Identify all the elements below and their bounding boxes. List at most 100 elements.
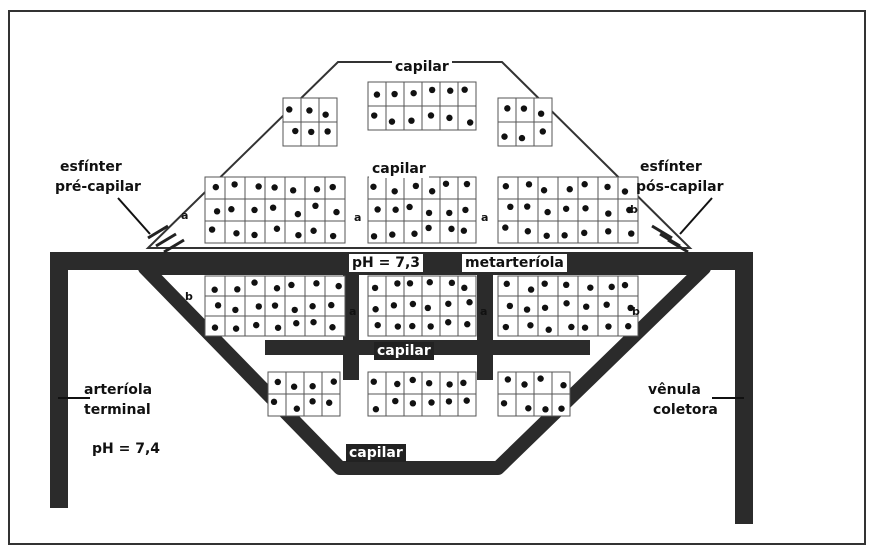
cell-nucleus	[583, 303, 589, 309]
tissue-cell	[518, 276, 538, 296]
tissue-cell	[304, 372, 322, 394]
tissue-cell	[422, 221, 440, 243]
tissue-cell	[538, 296, 558, 316]
marker-b-3: b	[632, 305, 640, 318]
cell-nucleus	[581, 181, 587, 187]
tissue-cell	[404, 177, 422, 199]
cell-nucleus	[374, 206, 380, 212]
tissue-cell	[304, 394, 322, 416]
tissue-cell	[518, 296, 538, 316]
cell-nucleus	[568, 324, 574, 330]
cell-nucleus	[563, 206, 569, 212]
cell-nucleus	[274, 285, 280, 291]
cell-nucleus	[370, 184, 376, 190]
cell-nucleus	[275, 379, 281, 385]
tissue-cell	[422, 82, 440, 106]
postcap-pointer-line	[680, 198, 712, 234]
tissue-cell	[498, 372, 516, 394]
label-ph-metarteriole: pH = 7,3	[349, 254, 423, 272]
tissue-cell	[225, 177, 245, 199]
tissue-cell	[538, 276, 558, 296]
cell-nucleus	[214, 208, 220, 214]
cell-nucleus	[410, 90, 416, 96]
cell-nucleus	[306, 107, 312, 113]
tissue-cell	[325, 221, 345, 243]
tissue-cell	[618, 177, 638, 199]
tissue-cell	[386, 394, 404, 416]
tissue-cell	[498, 394, 516, 416]
tissue-cell	[538, 316, 558, 336]
cell-nucleus	[389, 118, 395, 124]
tissue-cell	[368, 106, 386, 130]
cell-nucleus	[309, 398, 315, 404]
cell-nucleus	[391, 302, 397, 308]
cell-nucleus	[427, 279, 433, 285]
cell-nucleus	[446, 115, 452, 121]
tissue-cell	[552, 394, 570, 416]
tissue-cell	[386, 177, 404, 199]
cell-nucleus	[544, 233, 550, 239]
cell-nucleus	[286, 106, 292, 112]
cell-nucleus	[410, 301, 416, 307]
cell-nucleus	[372, 306, 378, 312]
cell-nucleus	[526, 181, 532, 187]
cell-nucleus	[212, 324, 218, 330]
tissue-cell	[552, 372, 570, 394]
cell-nucleus	[542, 406, 548, 412]
label-venule-1: vênula	[648, 381, 701, 399]
tissue-cell	[285, 199, 305, 221]
tissue-cell	[265, 221, 285, 243]
cell-nucleus	[391, 91, 397, 97]
cell-nucleus	[449, 280, 455, 286]
tissue-cell	[386, 221, 404, 243]
cell-nucleus	[372, 285, 378, 291]
cell-nucleus	[392, 398, 398, 404]
cell-nucleus	[288, 282, 294, 288]
cell-nucleus	[445, 301, 451, 307]
cell-nucleus	[464, 181, 470, 187]
cell-nucleus	[251, 232, 257, 238]
cell-nucleus	[309, 383, 315, 389]
cell-nucleus	[427, 323, 433, 329]
precap-pointer-line	[118, 198, 150, 234]
cell-nucleus	[270, 204, 276, 210]
cell-nucleus	[374, 91, 380, 97]
cell-nucleus	[538, 110, 544, 116]
marker-a-1: a	[181, 209, 188, 222]
cell-nucleus	[213, 184, 219, 190]
cell-nucleus	[445, 319, 451, 325]
cell-nucleus	[446, 210, 452, 216]
cell-nucleus	[544, 209, 550, 215]
tissue-cell	[440, 177, 458, 199]
cell-nucleus	[540, 128, 546, 134]
cell-nucleus	[290, 187, 296, 193]
cell-nucleus	[541, 280, 547, 286]
cell-nucleus	[605, 210, 611, 216]
tissue-cell	[225, 276, 245, 296]
tissue-cell	[516, 122, 534, 146]
cell-nucleus	[322, 111, 328, 117]
cell-nucleus	[413, 183, 419, 189]
tissue-cell	[285, 276, 305, 296]
cell-nucleus	[410, 377, 416, 383]
tissue-cell	[225, 199, 245, 221]
cell-nucleus	[215, 302, 221, 308]
tissue-cell	[558, 221, 578, 243]
tissue-cell	[534, 372, 552, 394]
cell-nucleus	[394, 381, 400, 387]
tissue-cell	[368, 221, 386, 243]
label-venule-2: coletora	[653, 401, 718, 419]
tissue-cell	[534, 394, 552, 416]
cell-nucleus	[256, 303, 262, 309]
cell-nucleus	[524, 306, 530, 312]
cell-nucleus	[608, 284, 614, 290]
tissue-cell	[618, 221, 638, 243]
cell-nucleus	[251, 207, 257, 213]
cell-nucleus	[426, 210, 432, 216]
cell-nucleus	[328, 302, 334, 308]
cell-nucleus	[504, 105, 510, 111]
tissue-cell	[265, 316, 285, 336]
tissue-cell	[325, 296, 345, 316]
marker-b-2: b	[185, 290, 193, 303]
